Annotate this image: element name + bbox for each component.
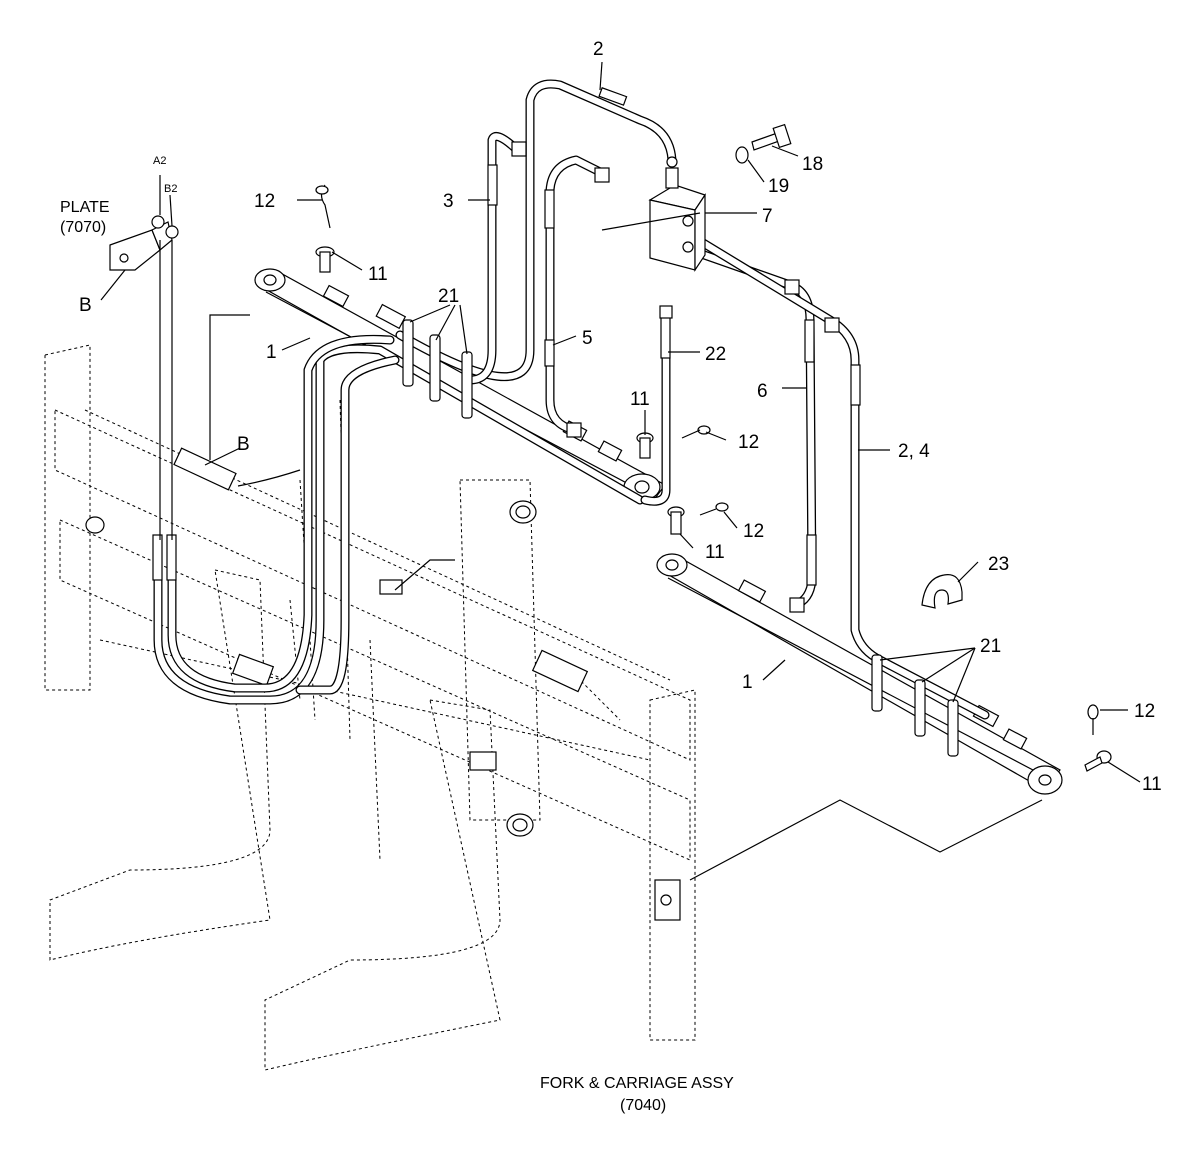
callout-7: 7 — [762, 206, 773, 227]
callout-11-b: 11 — [630, 389, 650, 410]
callout-11-a: 11 — [368, 264, 388, 285]
callout-5: 5 — [582, 328, 593, 349]
callout-2-top: 2 — [593, 39, 604, 60]
hydraulic-hoses — [153, 79, 990, 720]
valve-block — [648, 156, 706, 272]
callout-2-4: 2, 4 — [898, 441, 930, 462]
callout-12-b: 12 — [738, 432, 759, 453]
port-a2-label: A2 — [153, 155, 166, 167]
assembly-code: (7040) — [620, 1097, 666, 1114]
callout-6: 6 — [757, 381, 768, 402]
callout-b-lower: B — [237, 434, 250, 455]
callout-21-b: 21 — [980, 636, 1001, 657]
callout-12-d: 12 — [1134, 701, 1155, 722]
callout-1-b: 1 — [742, 672, 753, 693]
callout-3: 3 — [443, 191, 454, 212]
callout-b-upper: B — [79, 295, 92, 316]
assembly-label: FORK & CARRIAGE ASSY (7040) — [540, 1075, 734, 1114]
plate-code: (7070) — [60, 219, 106, 236]
callout-11-c: 11 — [705, 542, 725, 563]
leader-lines — [100, 61, 1141, 881]
cylinder-lower — [656, 553, 1063, 795]
callout-18: 18 — [802, 154, 823, 175]
callout-22: 22 — [705, 344, 726, 365]
hose-fittings — [152, 87, 861, 613]
callout-12-c: 12 — [743, 521, 764, 542]
hardware — [109, 123, 1112, 772]
callout-19: 19 — [768, 176, 789, 197]
callout-23: 23 — [988, 554, 1009, 575]
hose-clamps — [402, 319, 959, 757]
callout-12-a: 12 — [254, 191, 275, 212]
callout-labels: 2 18 3 19 7 12 11 21 1 5 22 6 11 12 2, 4… — [79, 39, 1162, 795]
callout-11-d: 11 — [1142, 774, 1162, 795]
assembly-name: FORK & CARRIAGE ASSY — [540, 1075, 734, 1092]
callout-1-a: 1 — [266, 342, 277, 363]
plate-label: PLATE (7070) A2 B2 — [60, 155, 177, 236]
port-b2-label: B2 — [164, 183, 177, 195]
callout-21-a: 21 — [438, 286, 459, 307]
plate-name: PLATE — [60, 199, 110, 216]
